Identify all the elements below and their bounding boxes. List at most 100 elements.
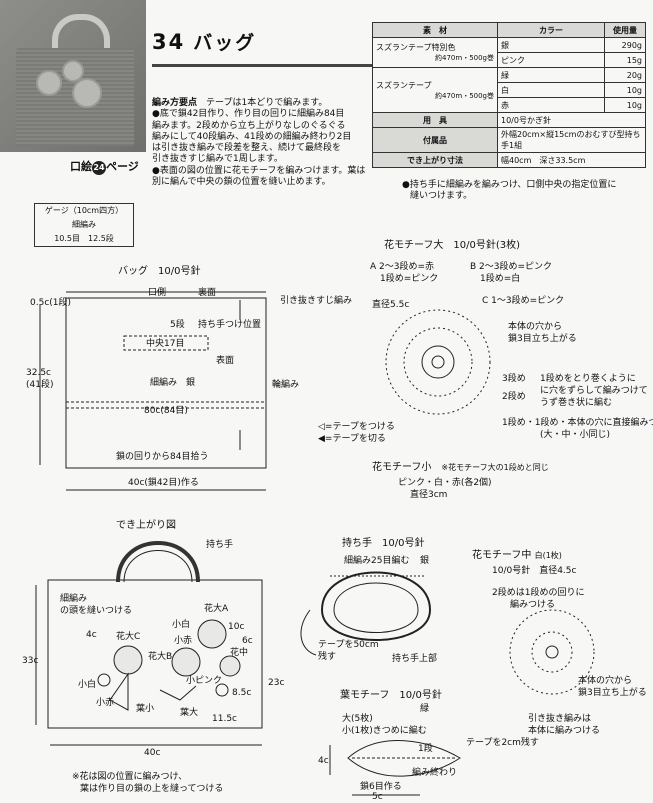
finished-small-pink: 小ピンク xyxy=(186,676,223,686)
flower-mid-n6: 本体に編みつける xyxy=(528,726,601,736)
finished-flower-b: 花大B xyxy=(148,652,173,662)
flower-large-note2: 鎖3目立ち上がる xyxy=(508,334,577,344)
bag-round-label: 輪編み xyxy=(272,380,300,390)
instructions-handle: ●持ち手に細編みを編みつけ、口側中央の指定位置に 縫いつけます。 xyxy=(402,180,617,202)
flower-c-label: C 1〜3段め=ピンク xyxy=(482,296,565,306)
flower-large-title: 花モチーフ大 10/0号針(3枚) xyxy=(384,240,521,251)
bag-back-label: 裏面 xyxy=(198,288,217,298)
finished-flower-mid: 花中 xyxy=(230,648,249,658)
bag-center: 中央17目 xyxy=(146,339,185,349)
materials-table: 素 材 カラー 使用量 スズランテープ特別色 約470m・500g巻 銀 290… xyxy=(372,22,646,168)
handle-tape: テープを50cm xyxy=(318,640,379,650)
leaf-tape: テープを2cm残す xyxy=(466,738,539,748)
finished-flower-c: 花大C xyxy=(116,632,141,642)
gauge-box: ゲージ（10cm四方） 細編み 10.5目 12.5段 xyxy=(34,203,134,247)
flower-large-r3: 3段め xyxy=(502,374,526,384)
bag-photo xyxy=(0,0,146,152)
bag-mouth-label: 口側 xyxy=(148,288,167,298)
finished-small-red-2: 小赤 xyxy=(96,698,115,708)
bag-diagram-title: バッグ 10/0号針 xyxy=(118,266,201,277)
flower-large-n2: に穴をずらして編みつけて xyxy=(540,386,648,396)
leaf-small: 小(1枚)きつめに編む xyxy=(342,726,427,736)
flower-small-diameter: 直径3cm xyxy=(410,490,448,500)
flower-mid-title: 花モチーフ中 白(1枚) xyxy=(472,550,562,561)
finished-title: でき上がり図 xyxy=(116,520,176,531)
finished-d10: 10c xyxy=(228,622,245,632)
leaf-start: 鎖6目作る xyxy=(360,782,402,792)
flower-a-label: A 2〜3段め=赤 xyxy=(370,262,435,272)
flower-large-n3: うず巻き状に編む xyxy=(540,398,613,408)
material-cell: スズランテープ 約470m・500g巻 xyxy=(372,67,498,113)
flower-mid-n4: 鎖3目立ち上がる xyxy=(578,688,647,698)
col-amount: 使用量 xyxy=(604,22,646,38)
flower-b-label: B 2〜3段め=ピンク xyxy=(470,262,553,272)
handle-silver: 銀 xyxy=(420,556,430,566)
finished-leaf-s: 葉小 xyxy=(136,704,155,714)
finished-d4: 4c xyxy=(86,630,97,640)
flower-mid-needle: 10/0号針 直径4.5c xyxy=(492,566,577,576)
flower-mid-n2: 編みつける xyxy=(510,600,556,610)
finished-w40: 40c xyxy=(144,748,161,758)
finished-foot2: 葉は作り目の鎖の上を縫ってつける xyxy=(80,784,224,794)
bag-width: 80c(84目) xyxy=(144,406,188,416)
finished-d85: 8.5c xyxy=(232,688,252,698)
flower-mid-n5: 引き抜き編みは xyxy=(528,714,592,724)
flower-mid-n3: 本体の穴から xyxy=(578,676,633,686)
flower-large-n5: (大・中・小同じ) xyxy=(540,430,611,440)
col-material: 素 材 xyxy=(372,22,498,38)
leaf-color: 緑 xyxy=(420,704,430,714)
handle-s25: 細編み25目編む xyxy=(344,556,410,566)
bag-rows5: 5段 xyxy=(170,320,185,330)
leaf-w5: 5c xyxy=(372,792,383,802)
finished-small-white: 小白 xyxy=(172,620,191,630)
finished-d23: 23c xyxy=(268,678,285,688)
photo-handle xyxy=(52,14,110,60)
photo-flower xyxy=(36,70,62,96)
photo-flower xyxy=(62,60,84,82)
photo-flower xyxy=(72,78,102,108)
leaf-end: 編み終わり xyxy=(412,768,458,778)
size-label: でき上がり寸法 xyxy=(372,152,498,168)
handle-leave: 残す xyxy=(318,652,337,662)
bag-outline xyxy=(65,297,267,469)
bag-body-label: 細編み 銀 xyxy=(150,378,196,388)
flower-small-colors: ピンク・白・赤(各2個) xyxy=(398,478,492,488)
flower-b-label-2: 1段め=白 xyxy=(480,274,521,284)
finished-handle: 持ち手 xyxy=(206,540,234,550)
flower-large-n1: 1段めをとり巻くように xyxy=(540,374,636,384)
finished-h33: 33c xyxy=(22,656,39,666)
handle-top: 持ち手上部 xyxy=(392,654,438,664)
flower-a-label-2: 1段め=ピンク xyxy=(380,274,439,284)
bag-chain: 40c(鎖42目)作る xyxy=(128,478,199,488)
finished-head1: 細編み xyxy=(60,594,88,604)
leaf-h4: 4c xyxy=(318,756,329,766)
leaf-title: 葉モチーフ 10/0号針 xyxy=(340,690,442,701)
instructions: 編み方要点 テープは1本どりで編みます。 ●底で鎖42目作り、作り目の回りに細編… xyxy=(152,98,366,187)
handle-title: 持ち手 10/0号針 xyxy=(342,538,425,549)
finished-d115: 11.5c xyxy=(212,714,237,724)
bag-pickup: 鎖の回りから84目拾う xyxy=(116,452,209,462)
leaf-step1: 1段 xyxy=(418,744,433,754)
finished-small-red: 小赤 xyxy=(174,636,193,646)
flower-large-diameter: 直径5.5c xyxy=(372,300,410,310)
size-value: 幅40cm 深さ33.5cm xyxy=(497,152,646,168)
photo-reference: 口絵24ページ xyxy=(70,160,139,175)
finished-flower-a: 花大A xyxy=(204,604,229,614)
title-underline xyxy=(152,64,372,67)
bag-height-rows: (41段) xyxy=(26,380,54,390)
bag-handle-pos: 持ち手つけ位置 xyxy=(198,320,262,330)
flower-large-r1: 1段め・1段め・本体の穴に直接編みつける xyxy=(502,418,653,428)
parts-label: 付属品 xyxy=(372,127,498,153)
flower-large-r2: 2段め xyxy=(502,392,526,402)
bag-height: 32.5c xyxy=(26,368,51,378)
flower-large-note1: 本体の穴から xyxy=(508,322,563,332)
finished-foot1: ※花は図の位置に編みつけ、 xyxy=(72,772,188,782)
bag-front-label: 表面 xyxy=(216,356,235,366)
leaf-large: 大(5枚) xyxy=(342,714,373,724)
finished-leaf-l: 葉大 xyxy=(180,708,199,718)
bag-top: 0.5c(1段) xyxy=(30,298,72,308)
flower-small-title: 花モチーフ小 ※花モチーフ大の1段めと同じ xyxy=(372,462,549,473)
legend-cut: ◀=テープを切る xyxy=(318,434,386,444)
